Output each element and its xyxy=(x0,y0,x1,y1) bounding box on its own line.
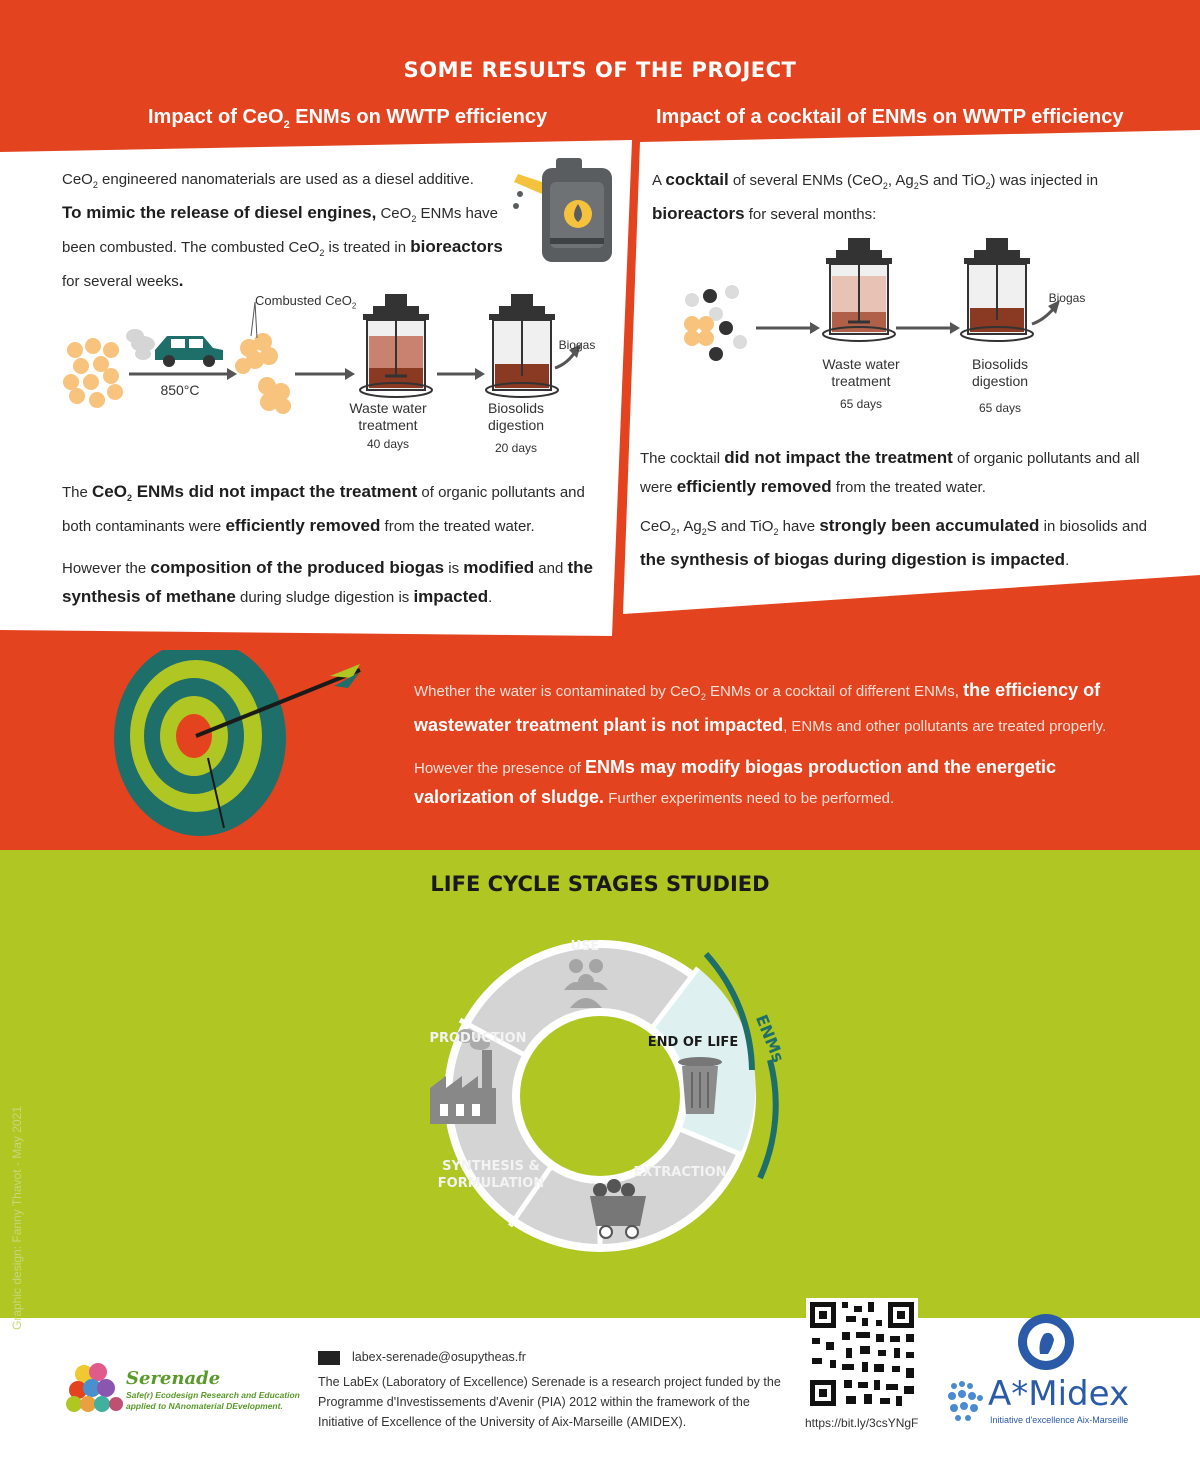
end-of-life-label: END OF LIFE xyxy=(647,1035,739,1050)
left-intro: CeO2 engineered nanomaterials are used a… xyxy=(62,171,503,290)
qr-url[interactable]: https://bit.ly/3csYNgF xyxy=(805,1416,919,1430)
mail-icon xyxy=(318,1350,340,1365)
target-icon xyxy=(114,650,361,836)
biosolids-label: Biosolids digestion xyxy=(487,400,545,433)
footer-background xyxy=(0,1318,1200,1457)
lifecycle-title: LIFE CYCLE STAGES STUDIED xyxy=(430,872,770,896)
right-biosolids-label: Biosolids digestion xyxy=(971,356,1029,389)
temperature-label: 850°C xyxy=(160,382,200,398)
right-waste-water-days: 65 days xyxy=(839,397,883,411)
users-icon xyxy=(564,959,608,1008)
biogas-label: Biogas xyxy=(558,338,596,352)
project-description: The LabEx (Laboratory of Excellence) Ser… xyxy=(318,1375,781,1429)
use-label: USE xyxy=(570,939,600,954)
lifecycle-ring xyxy=(430,940,779,1252)
serenade-name: Serenade xyxy=(126,1368,221,1389)
investissements-avenir-seal xyxy=(1018,1314,1074,1370)
design-credit: Graphic design: Fanny Thavot - May 2021 xyxy=(10,1106,24,1330)
conclusion-2: However the presence of ENMs may modify … xyxy=(414,757,1057,807)
right-biogas-label: Biogas xyxy=(1048,291,1086,305)
bioreactor-icon xyxy=(359,294,433,398)
synthesis-label: SYNTHESIS & FORMULATION xyxy=(437,1159,545,1191)
page-title: SOME RESULTS OF THE PROJECT xyxy=(403,58,797,82)
car-icon xyxy=(126,329,223,367)
serenade-logo xyxy=(66,1363,123,1412)
left-process-diagram xyxy=(63,294,581,414)
extraction-label: EXTRACTION xyxy=(633,1165,727,1180)
right-waste-water-label: Waste water treatment xyxy=(822,356,900,389)
factory-icon xyxy=(430,1029,496,1124)
waste-water-label: Waste water treatment xyxy=(349,400,427,433)
right-heading: Impact of a cocktail of ENMs on WWTP eff… xyxy=(656,106,1124,128)
trash-can-icon xyxy=(678,1057,722,1114)
amidex-subtitle: Initiative d'excellence Aix-Marseille xyxy=(990,1415,1129,1425)
amidex-name: A*Midex xyxy=(988,1374,1130,1414)
serenade-tagline: Safe(r) Ecodesign Research and Education… xyxy=(126,1390,300,1411)
conclusion-1: Whether the water is contaminated by CeO… xyxy=(414,680,1107,735)
left-result-1: The CeO2 ENMs did not impact the treatme… xyxy=(62,482,585,535)
mine-cart-icon xyxy=(590,1179,646,1239)
left-heading: Impact of CeO2 ENMs on WWTP efficiency xyxy=(148,106,548,131)
email-link[interactable]: labex-serenade@osupytheas.fr xyxy=(352,1350,526,1364)
biosolids-days: 20 days xyxy=(494,441,538,455)
left-panel xyxy=(0,140,632,636)
digester-icon xyxy=(485,294,559,398)
qr-code[interactable] xyxy=(806,1298,918,1410)
right-intro: A cocktail of several ENMs (CeO2, Ag2S a… xyxy=(652,170,1099,223)
right-process-diagram xyxy=(684,238,1060,361)
email-line[interactable]: labex-serenade@osupytheas.fr xyxy=(318,1350,526,1365)
fuel-can-icon xyxy=(513,158,612,262)
right-biosolids-days: 65 days xyxy=(978,401,1022,415)
amidex-dots-icon xyxy=(948,1381,983,1421)
production-label: PRODUCTION xyxy=(429,1031,527,1046)
right-panel xyxy=(623,130,1200,614)
waste-water-days: 40 days xyxy=(366,437,410,451)
right-result-1: The cocktail did not impact the treatmen… xyxy=(640,448,1140,496)
combusted-ceo2-label: Combusted CeO2 xyxy=(255,293,357,311)
right-result-2: CeO2, Ag2S and TiO2 have strongly been a… xyxy=(640,516,1148,569)
left-result-2: However the composition of the produced … xyxy=(62,558,593,606)
